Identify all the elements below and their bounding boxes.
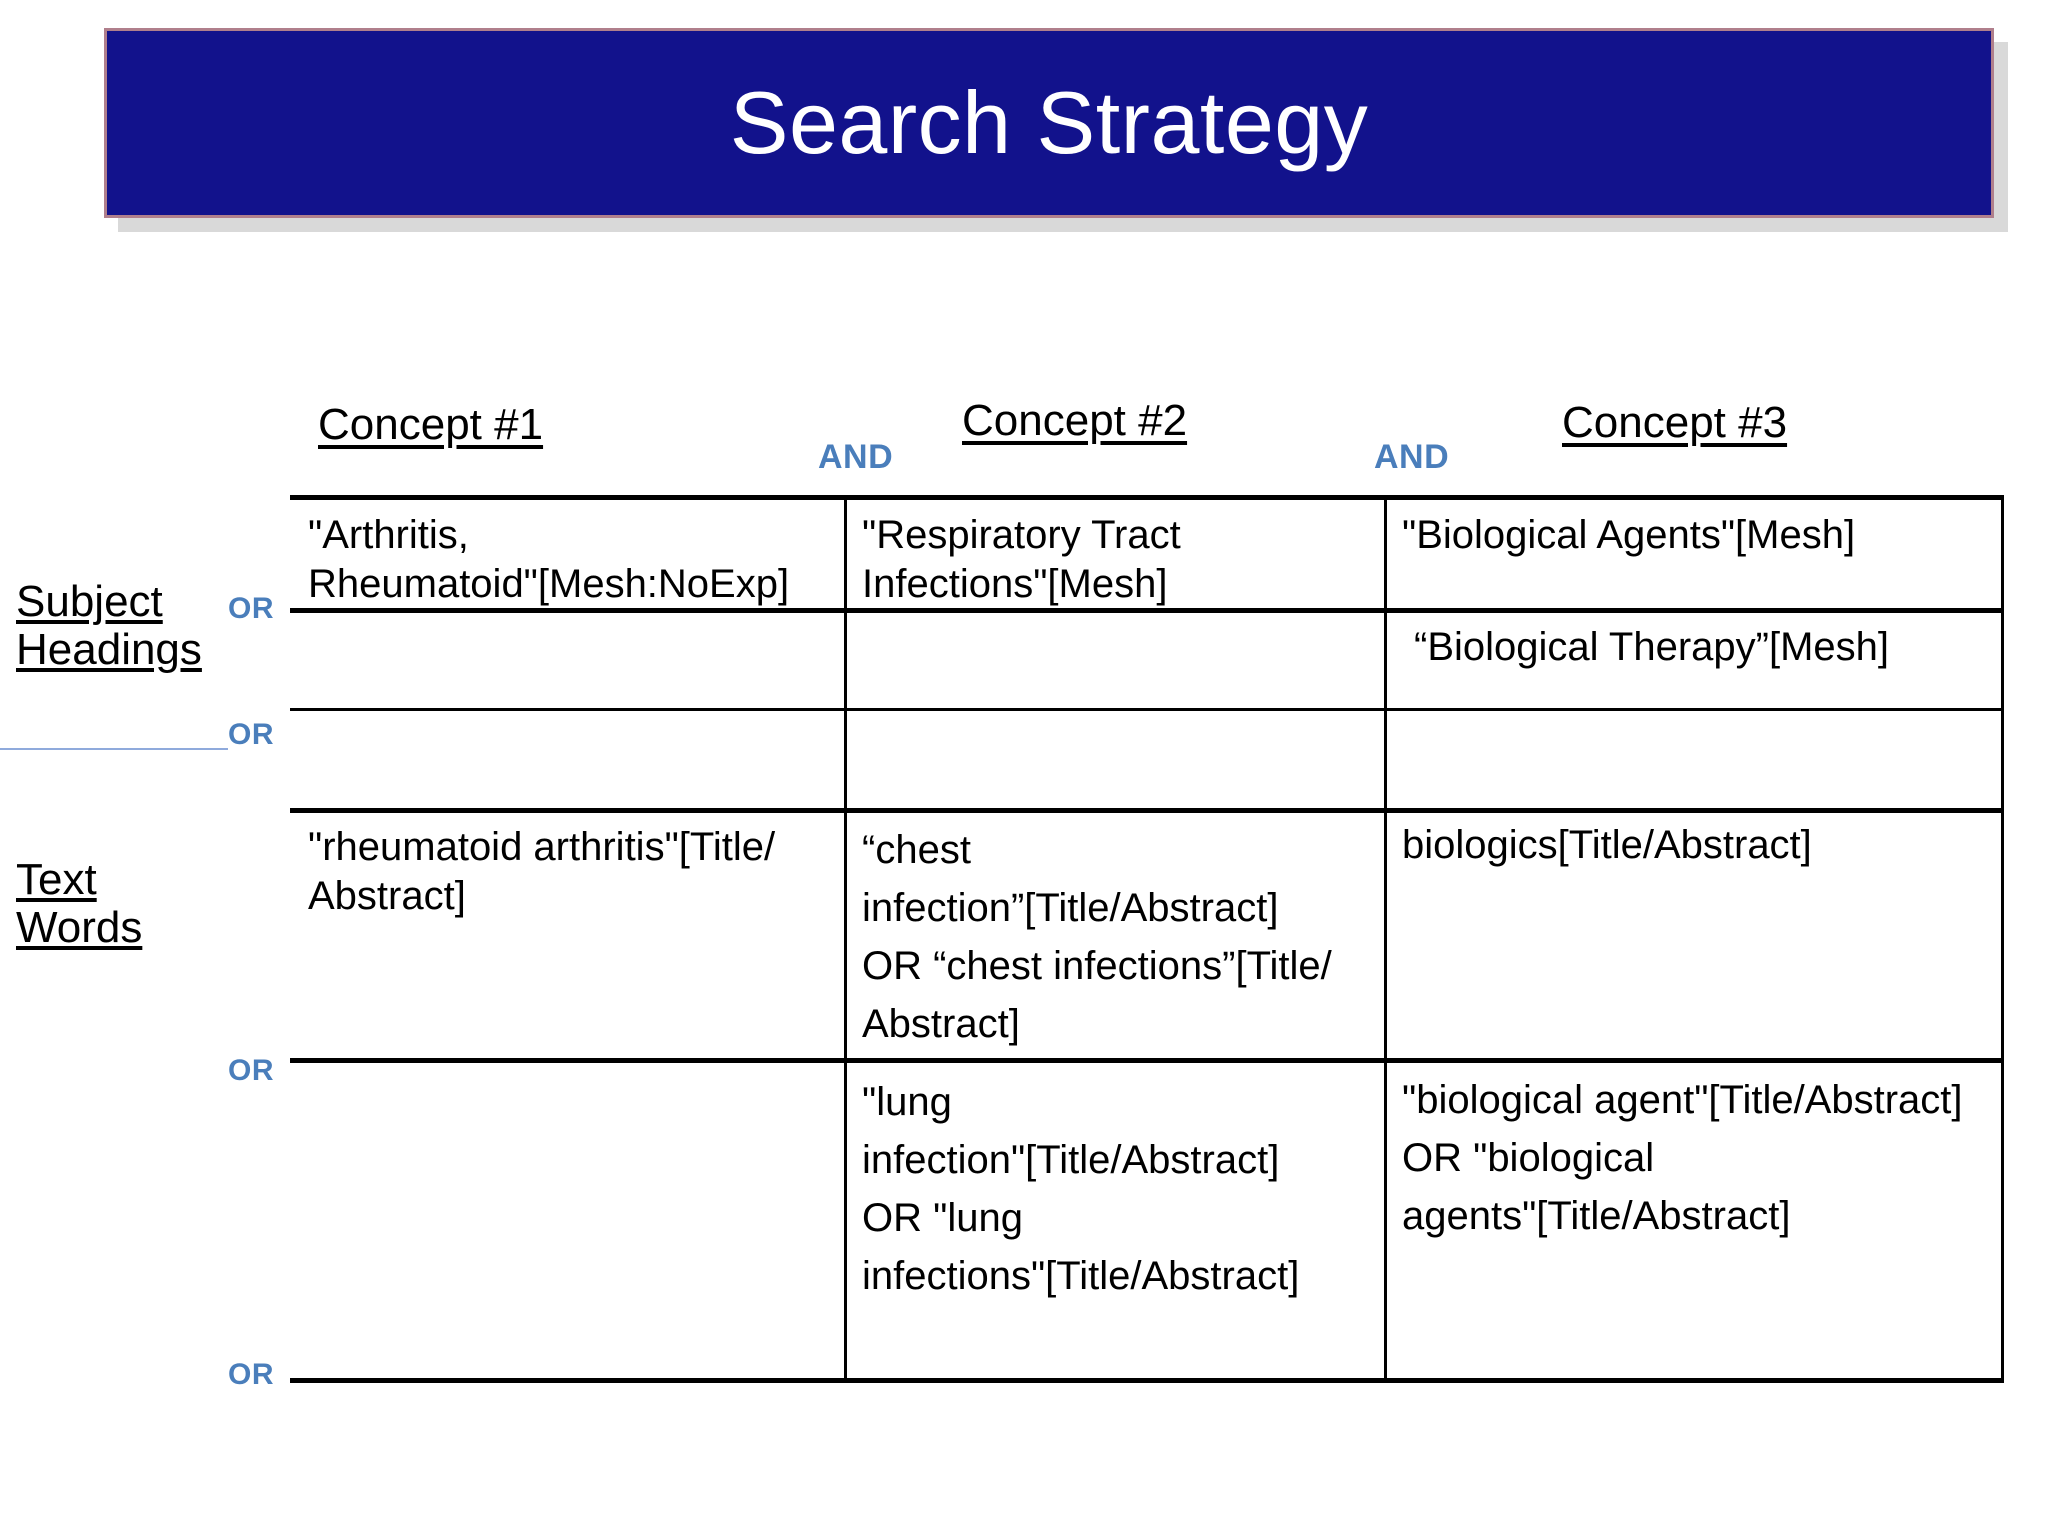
cell-subject-concept3-second: “Biological Therapy”[Mesh] (1414, 625, 1890, 669)
concept-1-header: Concept #1 (318, 400, 544, 449)
table-rule-row2 (290, 708, 2004, 711)
table-column-divider-2 (1384, 495, 1387, 1381)
concept-3-header: Concept #3 (1562, 398, 1788, 447)
table-rule-row4 (290, 1058, 2004, 1063)
cell-textwords-concept3-second: "biological agent"[Title/Abstract] OR "b… (1402, 1078, 1963, 1238)
text-words-label-line1: Text (16, 855, 97, 904)
cell-subject-concept2: "Respiratory Tract Infections"[Mesh] (862, 513, 1181, 606)
cell-textwords-concept1: "rheumatoid arthritis"[Title/ Abstract] (308, 825, 776, 918)
cell-textwords-concept2-second: "lung infection"[Title/Abstract] OR "lun… (862, 1080, 1300, 1298)
or-operator-1: OR (228, 592, 274, 625)
and-operator-2: AND (1374, 438, 1450, 476)
text-words-label: Text Words (16, 856, 142, 951)
page-title: Search Strategy (729, 73, 1369, 172)
table-column-divider-3 (2001, 495, 2004, 1381)
or-operator-4: OR (228, 1358, 274, 1391)
gutter-divider (0, 748, 228, 750)
or-operator-2: OR (228, 718, 274, 751)
and-operator-1: AND (818, 438, 894, 476)
or-operator-3: OR (228, 1054, 274, 1087)
title-banner: Search Strategy (104, 28, 1994, 218)
text-words-label-line2: Words (16, 902, 143, 952)
table-column-divider-1 (844, 495, 847, 1381)
subject-headings-label-line1: Subject (16, 577, 163, 626)
cell-textwords-concept2: “chest infection”[Title/Abstract] OR “ch… (862, 828, 1332, 1046)
table-rule-top (290, 495, 2004, 500)
cell-subject-concept1: "Arthritis, Rheumatoid"[Mesh:NoExp] (308, 513, 790, 606)
cell-textwords-concept3: biologics[Title/Abstract] (1402, 823, 1812, 867)
concept-2-header: Concept #2 (962, 396, 1188, 445)
subject-headings-label-line2: Headings (16, 624, 202, 674)
search-strategy-table: "Arthritis, Rheumatoid"[Mesh:NoExp] "Res… (290, 495, 2004, 1383)
subject-headings-label: Subject Headings (16, 578, 202, 673)
table-rule-bottom (290, 1378, 2004, 1383)
cell-subject-concept3: "Biological Agents"[Mesh] (1402, 513, 1856, 557)
table-rule-row3 (290, 808, 2004, 813)
table-rule-row1 (290, 608, 2004, 613)
